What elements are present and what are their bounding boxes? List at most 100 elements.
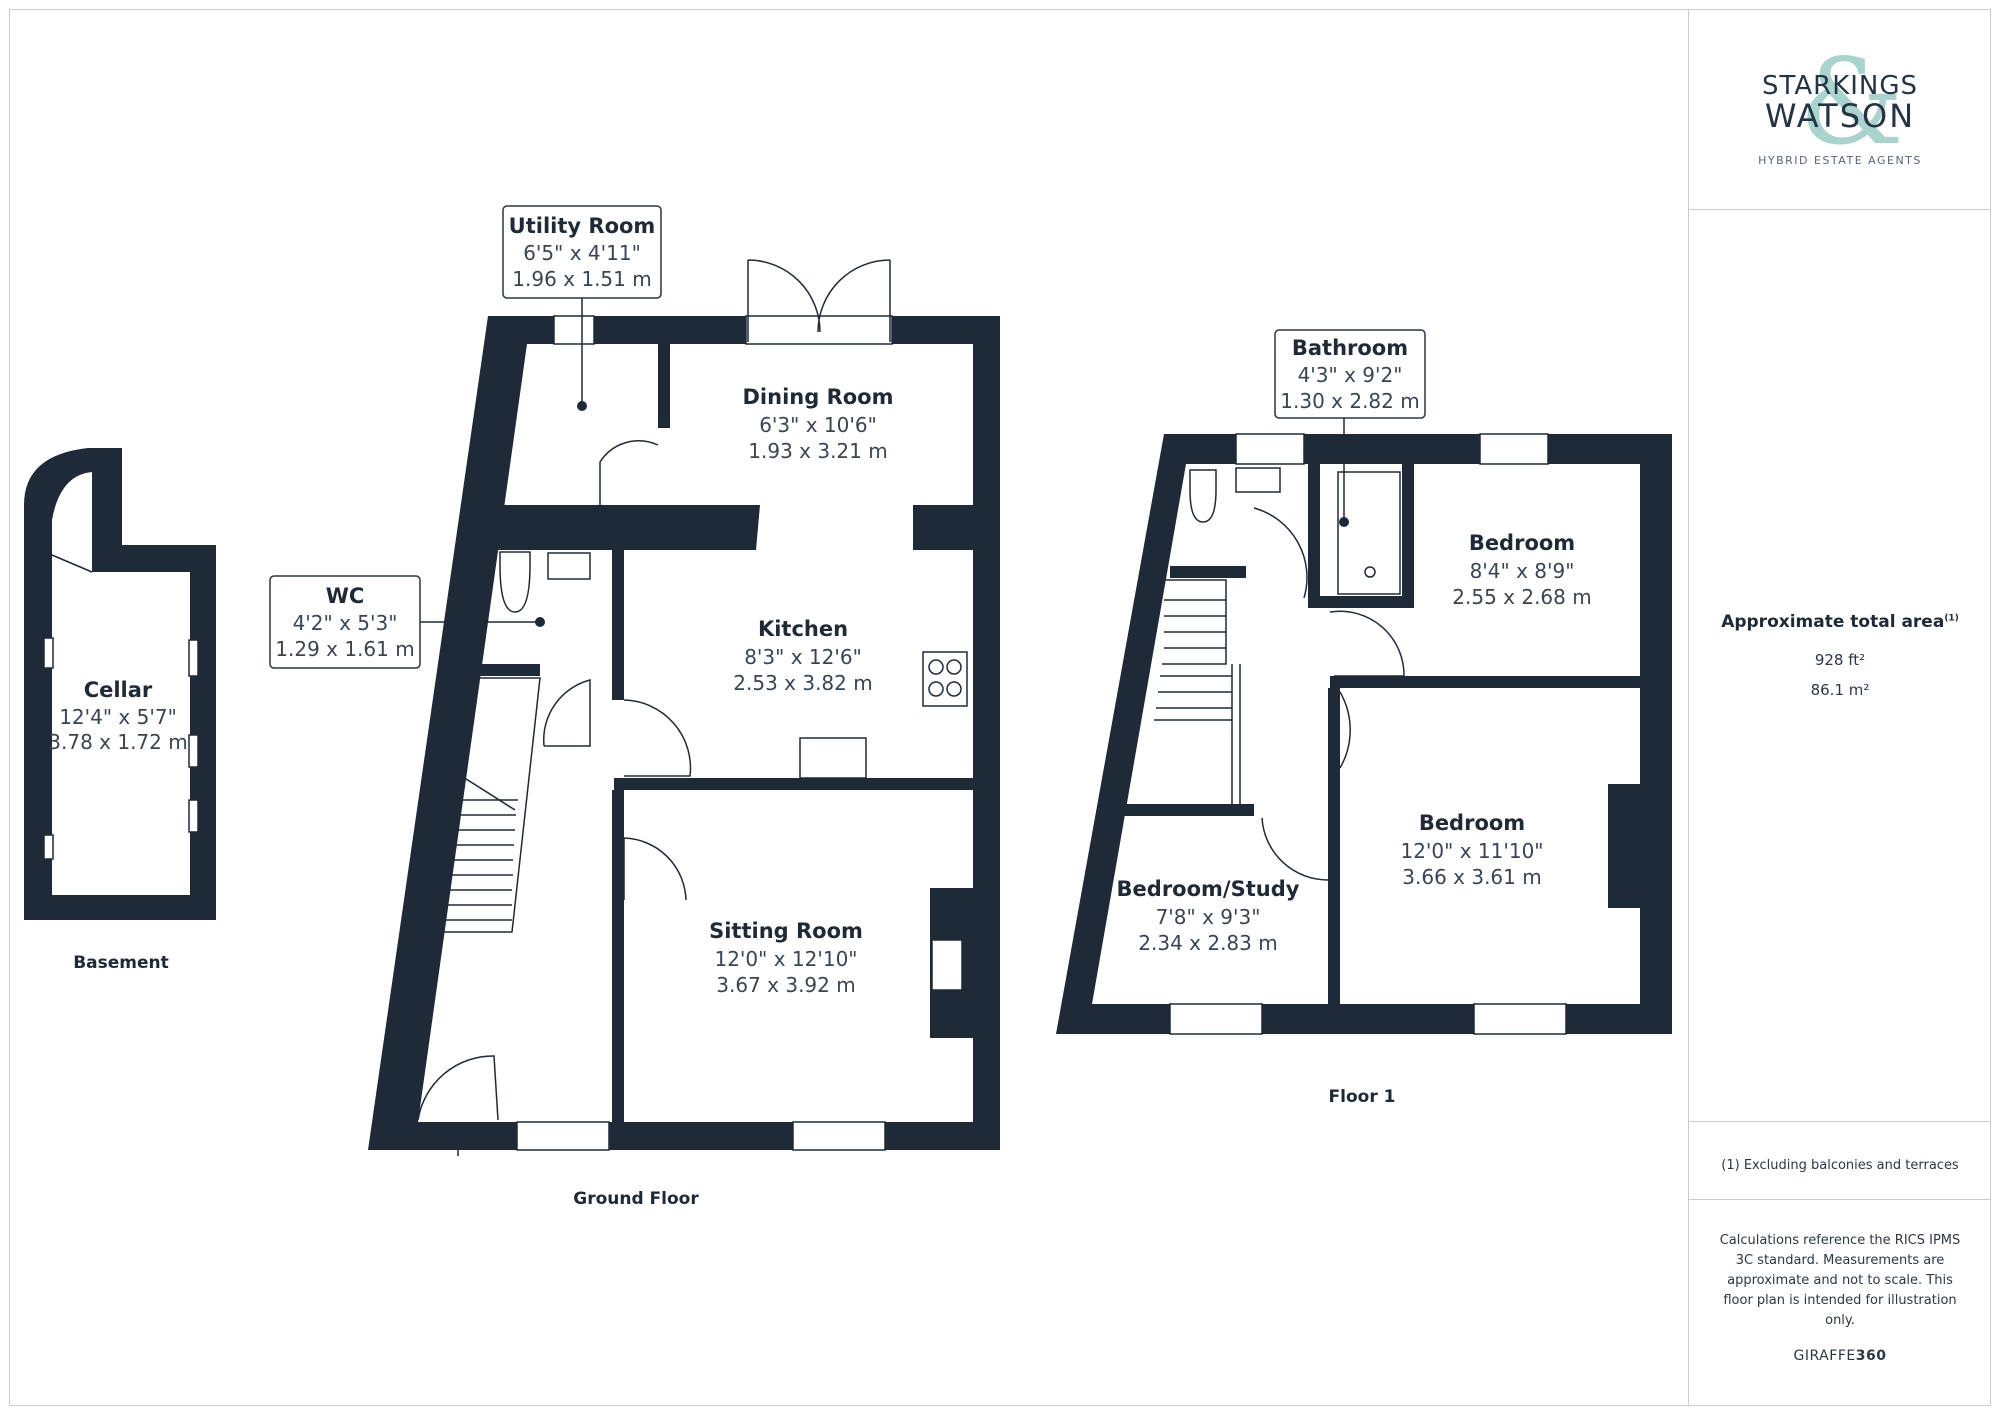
study-imperial: 7'8" x 9'3" [1156, 905, 1261, 929]
cellar-window [188, 799, 199, 833]
ground-floor-plan: Utility Room 6'5" x 4'11" 1.96 x 1.51 m … [269, 205, 1000, 1209]
entrance-arrow-icon [451, 1136, 465, 1156]
dining-name: Dining Room [743, 385, 894, 409]
utility-imperial: 6'5" x 4'11" [523, 241, 641, 265]
wc-toilet [499, 551, 531, 613]
bathroom-basin [1235, 467, 1281, 493]
study-door-swing [1261, 817, 1329, 881]
bathroom-label-box [1274, 329, 1426, 419]
area-footnote-marker: (1) [1944, 613, 1959, 624]
ground-outer-walls [368, 316, 1000, 1150]
bath-drain [1364, 566, 1376, 578]
utility-door-swing [599, 440, 659, 506]
cellar-window [43, 834, 54, 860]
kitchen-sink [799, 737, 867, 779]
cellar-window [188, 639, 199, 677]
first-floor-label: Floor 1 [1329, 1087, 1396, 1107]
basement-plan: Cellar 12'4" x 5'7" 3.78 x 1.72 m Baseme… [24, 448, 216, 973]
cellar-imperial: 12'4" x 5'7" [59, 705, 177, 729]
bedroom1-window [1479, 433, 1549, 465]
dining-imperial: 6'3" x 10'6" [759, 413, 877, 437]
wall-kitchen-notch [913, 505, 973, 550]
brand-line2: WATSON [1764, 97, 1916, 135]
bathroom-marker [1339, 517, 1349, 527]
wall-ground-mid [488, 505, 760, 550]
wc-name: WC [326, 584, 365, 608]
wall-hall-kitchen [612, 550, 624, 700]
footnote-text: (1) Excluding balconies and terraces [1721, 1158, 1959, 1173]
dining-metric: 1.93 x 3.21 m [748, 439, 887, 463]
area-heading-text: Approximate total area [1721, 612, 1945, 632]
wall-bath-landing [1308, 464, 1320, 608]
sitting-door-swing [623, 837, 687, 901]
bedroom2-name: Bedroom [1419, 811, 1525, 835]
wall-study-bed2 [1328, 688, 1340, 1004]
bath-tub [1337, 471, 1401, 595]
wc-marker [535, 617, 545, 627]
bathroom-toilet [1189, 469, 1217, 523]
hob-ring [946, 681, 962, 697]
cellar-window [188, 734, 199, 768]
cellar-metric: 3.78 x 1.72 m [48, 730, 187, 754]
basement-label: Basement [73, 953, 169, 973]
kitchen-imperial: 8'3" x 12'6" [744, 645, 862, 669]
brand-tagline: HYBRID ESTATE AGENTS [1758, 154, 1922, 167]
kitchen-door-swing [623, 699, 692, 777]
wc-label-box [269, 575, 421, 669]
sidebar-divider [1689, 1199, 1991, 1200]
giraffe360-credit: GIRAFFE360 [1689, 1348, 1991, 1364]
bedroom2-door-swing [1339, 691, 1351, 769]
credit-name: GIRAFFE [1793, 1348, 1856, 1364]
front-window [516, 1121, 610, 1151]
wall-kitchen-sitting [614, 778, 973, 790]
area-sqft: 928 ft² [1814, 651, 1866, 669]
cellar-walls [24, 448, 216, 920]
disclaimer-text: Calculations reference the RICS IPMS 3C … [1719, 1233, 1961, 1328]
bedroom1-imperial: 8'4" x 8'9" [1470, 559, 1575, 583]
brand-line1: STARKINGS [1761, 71, 1919, 101]
bedroom1-name: Bedroom [1469, 531, 1575, 555]
first-staircase [1154, 579, 1241, 804]
wall-wc-hall [470, 664, 540, 676]
bedroom1-metric: 2.55 x 2.68 m [1452, 585, 1591, 609]
wc-metric: 1.29 x 1.61 m [275, 637, 414, 661]
wall-utility-dining [658, 344, 670, 428]
cellar-stair-edge [51, 554, 93, 573]
sitting-name: Sitting Room [709, 919, 863, 943]
study-metric: 2.34 x 2.83 m [1138, 931, 1277, 955]
sidebar-divider [1689, 209, 1991, 210]
utility-marker [577, 401, 587, 411]
wc-door-swing [542, 679, 591, 747]
kitchen-metric: 2.53 x 3.82 m [733, 671, 872, 695]
sitting-metric: 3.67 x 3.92 m [716, 973, 855, 997]
wc-basin [547, 552, 591, 580]
sitting-imperial: 12'0" x 12'10" [714, 947, 857, 971]
first-floor-plan: Bathroom 4'3" x 9'2" 1.30 x 2.82 m Bedro… [1056, 329, 1672, 1107]
bathroom-name: Bathroom [1292, 336, 1408, 360]
utility-window [553, 315, 595, 345]
page-frame [9, 9, 1991, 1406]
wall-study-top [1124, 804, 1254, 816]
cellar-name: Cellar [84, 678, 153, 702]
fireplace [931, 939, 963, 991]
ground-floor-label: Ground Floor [573, 1189, 699, 1209]
brand-ampersand: & [1799, 33, 1905, 171]
sidebar-panel: & STARKINGS WATSON HYBRID ESTATE AGENTS … [1688, 9, 1991, 1406]
bedroom1-door-swing [1329, 610, 1405, 677]
wc-imperial: 4'2" x 5'3" [293, 611, 398, 635]
bedroom2-window [1473, 1003, 1567, 1035]
credit-suffix: 360 [1855, 1348, 1887, 1364]
wall-bath-bottom [1308, 596, 1414, 608]
bathroom-imperial: 4'3" x 9'2" [1298, 363, 1403, 387]
ground-staircase [429, 677, 541, 933]
wall-hall-sitting [612, 790, 624, 1122]
wall-bed1-bed2 [1330, 676, 1640, 688]
sitting-window [792, 1121, 886, 1151]
french-door-swing [747, 259, 891, 342]
hob-ring [928, 659, 944, 675]
hob-ring [928, 681, 944, 697]
utility-name: Utility Room [509, 214, 656, 238]
front-door-swing [417, 1055, 499, 1121]
cellar-window [43, 637, 54, 669]
